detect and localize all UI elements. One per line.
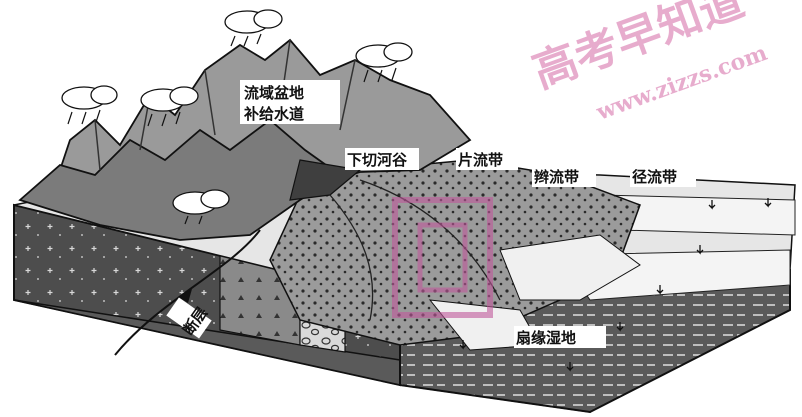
label-channel-flow-zone: 径流带 [632,168,677,186]
label-fan-margin-wetland: 扇缘湿地 [516,329,576,347]
watermark-stamp-icon [392,197,493,318]
fault-line [114,229,261,356]
cloud-icon [224,9,283,47]
cloud-icon [140,86,199,127]
label-bg-sheet [456,148,518,170]
cloud-icon [172,189,230,225]
label-braided-flow-zone: 辫流带 [534,168,579,186]
mountains [18,38,501,321]
labels: 流域盆地 补给水道 下切河谷 片流带 辫流带 径流带 断层 扇缘湿地 [166,80,696,348]
cloud-icon [355,42,413,83]
cloud-icon [61,85,118,125]
label-bg-valley [345,148,419,170]
label-bg-channel [630,165,696,187]
label-incised-valley: 下切河谷 [347,151,408,169]
terrain-block [13,159,796,414]
fault-arrow [178,289,192,303]
label-bg-fault [166,297,212,339]
mountain-shadow-ridges [94,39,356,171]
label-bg-basin [240,80,340,124]
clouds [61,9,413,225]
label-basin-line2: 补给水道 [243,105,304,123]
fan-lobe-light [499,234,641,301]
label-bg-braided [532,165,596,187]
label-bg-wetland [514,326,606,348]
label-sheet-flow-zone: 片流带 [458,151,503,169]
flow-arrows [459,198,772,372]
label-basin-line1: 流域盆地 [244,84,304,102]
